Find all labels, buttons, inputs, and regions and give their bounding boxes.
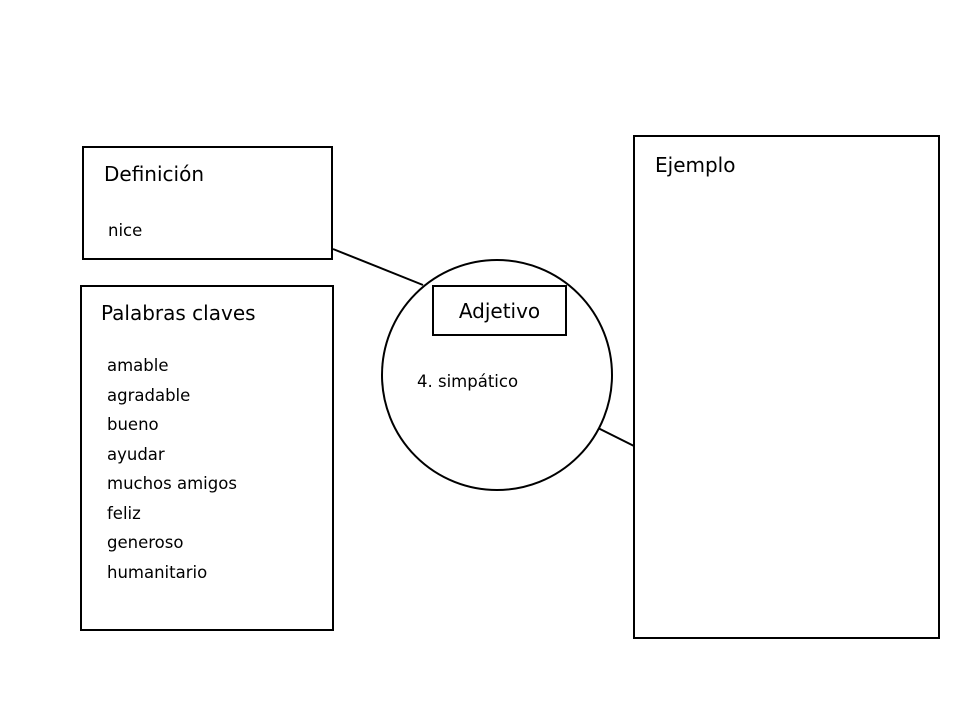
keyword-item: humanitario: [107, 562, 208, 582]
connector-word-to-example: [595, 426, 635, 447]
keyword-item: feliz: [107, 503, 141, 523]
keyword-list: amable agradable bueno ayudar muchos ami…: [107, 351, 237, 587]
keyword-item: agradable: [107, 385, 191, 405]
keyword-item: bueno: [107, 415, 159, 434]
keywords-box: Palabras claves amable agradable bueno a…: [80, 285, 334, 631]
keyword-item: ayudar: [107, 444, 165, 464]
connector-definition-to-word: [332, 248, 424, 286]
part-of-speech-label: Adjetivo: [458, 299, 541, 323]
keyword-item: muchos amigos: [107, 474, 237, 493]
part-of-speech-box: Adjetivo: [432, 285, 567, 336]
target-word: 4. simpático: [417, 372, 519, 391]
definition-text: nice: [108, 221, 143, 240]
keyword-item: amable: [107, 356, 169, 375]
example-title: Ejemplo: [655, 153, 736, 177]
keyword-item: generoso: [107, 533, 184, 552]
keywords-title: Palabras claves: [101, 301, 256, 325]
definition-box: Definición nice: [82, 146, 333, 260]
example-box: Ejemplo: [633, 135, 940, 639]
definition-title: Definición: [104, 162, 204, 186]
